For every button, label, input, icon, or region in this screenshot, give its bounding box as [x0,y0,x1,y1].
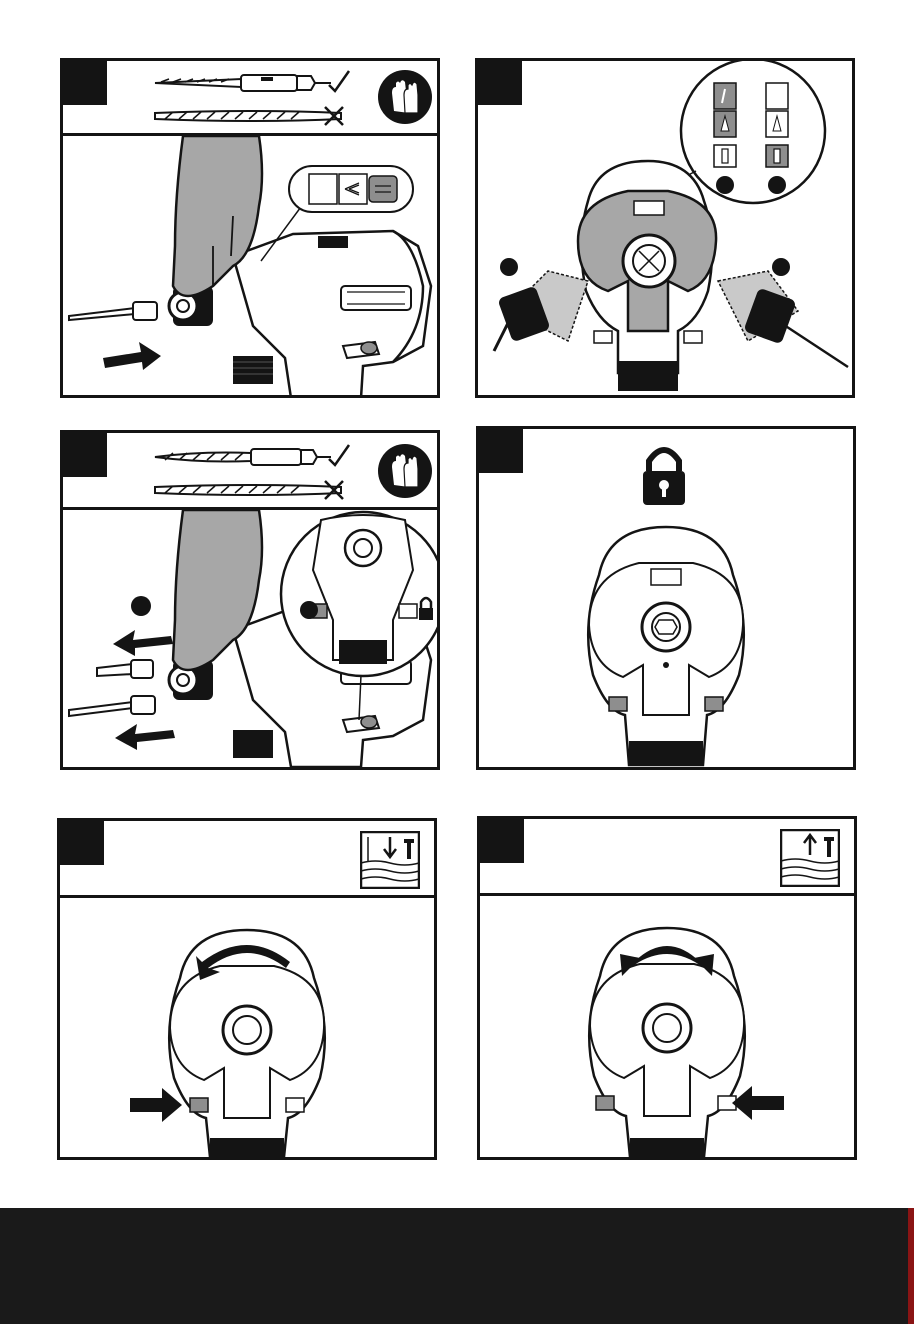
illustration [478,61,852,395]
push-arrow-icon [130,1088,182,1122]
step-marker [479,429,523,473]
screw-out-icon [780,829,840,887]
footer-edge-accent [908,1208,914,1324]
step-marker [63,433,107,477]
illustration [480,896,854,1157]
drill-bit-hex-ok-icon [151,67,351,97]
gloves-icon [377,69,433,125]
panel-header [480,819,854,896]
panel-header [60,821,434,898]
step-marker [63,61,107,105]
panel-reverse-rotation [477,816,857,1160]
panel-lock-position [476,426,856,770]
illustration [60,898,434,1157]
gloves-icon [377,443,433,499]
push-arrow-icon [732,1086,784,1120]
page-footer-band [0,1208,914,1324]
panel-fit-accessory [60,58,440,398]
illustration [479,515,853,767]
illustration [63,136,437,395]
screw-in-icon [360,831,420,889]
illustration [63,510,437,767]
panel-remove-accessory [60,430,440,770]
step-marker [60,821,104,865]
panel-forward-rotation [57,818,437,1160]
drill-bit-hex-ok-icon [151,441,351,471]
drill-bit-round-not-ok-icon [151,101,351,129]
panel-header [63,433,437,510]
panel-header [63,61,437,136]
step-marker [480,819,524,863]
drill-bit-round-not-ok-icon [151,475,351,503]
panel-select-mode [475,58,855,398]
padlock-icon [639,443,689,507]
